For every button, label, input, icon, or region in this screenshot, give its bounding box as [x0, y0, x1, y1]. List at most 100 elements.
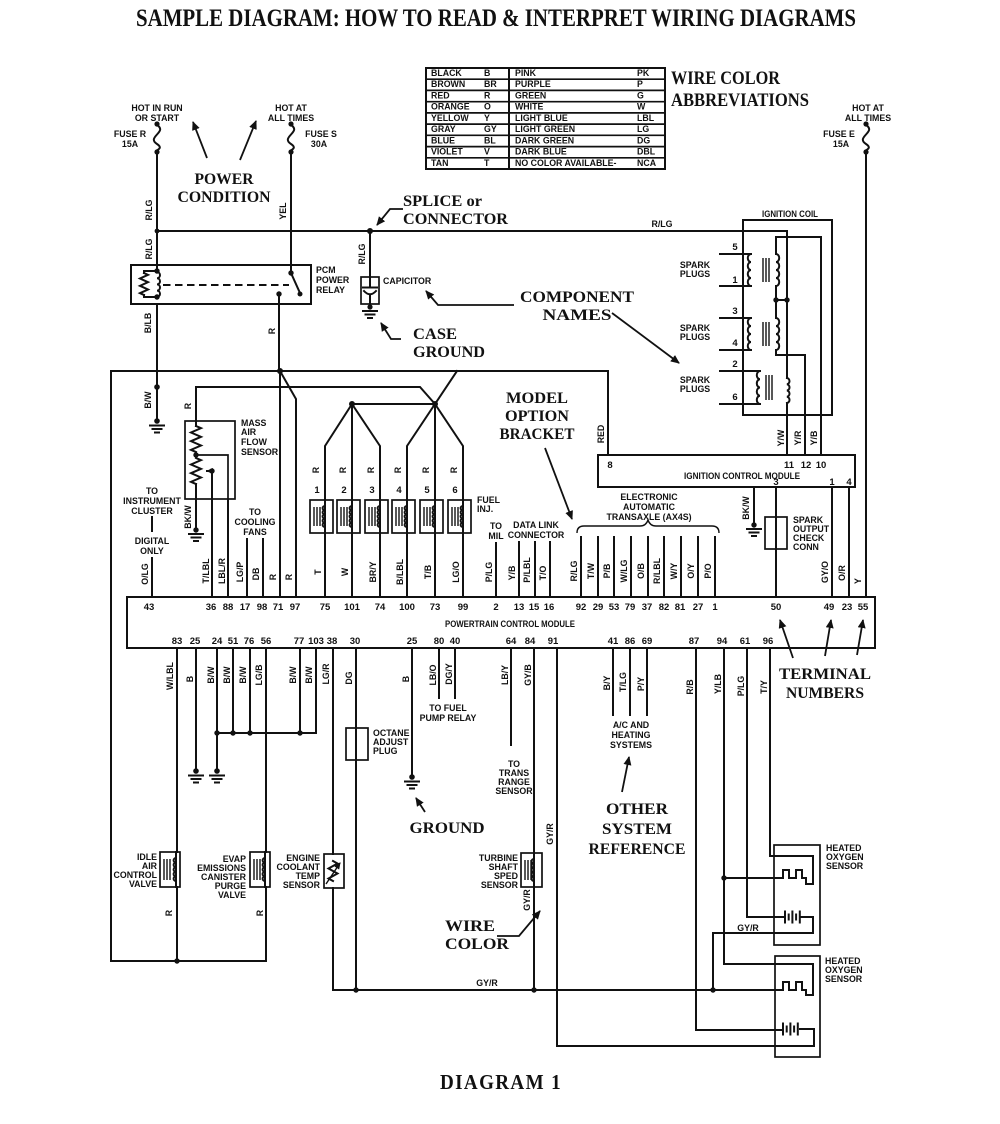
- svg-text:INSTRUMENT: INSTRUMENT: [123, 496, 181, 506]
- svg-text:NUMBERS: NUMBERS: [786, 685, 864, 702]
- svg-text:AUTOMATIC: AUTOMATIC: [623, 502, 676, 512]
- svg-text:51: 51: [228, 636, 239, 647]
- svg-text:SENSOR: SENSOR: [825, 974, 863, 984]
- svg-text:RED: RED: [596, 425, 606, 444]
- svg-text:FUSE S: FUSE S: [305, 129, 337, 139]
- svg-text:3: 3: [732, 306, 737, 317]
- svg-text:PCM: PCM: [316, 265, 336, 275]
- svg-text:Y/R: Y/R: [793, 430, 803, 445]
- svg-text:99: 99: [458, 602, 469, 613]
- svg-text:GY/R: GY/R: [476, 978, 498, 988]
- svg-text:GY/B: GY/B: [523, 664, 533, 686]
- svg-text:CHECK: CHECK: [793, 533, 825, 543]
- svg-text:ALL TIMES: ALL TIMES: [268, 113, 314, 123]
- svg-text:VALVE: VALVE: [218, 890, 246, 900]
- svg-text:P/Y: P/Y: [636, 677, 646, 691]
- svg-text:P: P: [637, 79, 643, 89]
- svg-text:6: 6: [452, 485, 457, 496]
- svg-text:PLUG: PLUG: [373, 746, 398, 756]
- svg-text:100: 100: [399, 602, 415, 613]
- svg-text:49: 49: [824, 602, 835, 613]
- svg-text:WHITE: WHITE: [515, 102, 543, 112]
- svg-text:R: R: [484, 91, 491, 101]
- svg-text:PLUGS: PLUGS: [680, 269, 710, 279]
- svg-text:74: 74: [375, 602, 386, 613]
- svg-text:G: G: [637, 91, 644, 101]
- svg-text:B/LBL: B/LBL: [395, 558, 405, 585]
- svg-text:POWER: POWER: [195, 171, 254, 188]
- svg-text:O/R: O/R: [837, 565, 847, 581]
- svg-text:BK/W: BK/W: [183, 505, 193, 529]
- svg-text:T: T: [484, 158, 490, 168]
- svg-text:96: 96: [763, 636, 774, 647]
- svg-text:101: 101: [344, 602, 361, 613]
- svg-text:ABBREVIATIONS: ABBREVIATIONS: [671, 90, 809, 111]
- svg-text:81: 81: [675, 602, 686, 613]
- svg-text:YEL: YEL: [278, 202, 288, 220]
- svg-text:IGNITION CONTROL MODULE: IGNITION CONTROL MODULE: [684, 471, 800, 482]
- svg-text:T/W: T/W: [586, 562, 596, 579]
- svg-text:ENGINE: ENGINE: [286, 853, 320, 863]
- svg-text:R: R: [393, 466, 403, 473]
- svg-text:16: 16: [544, 602, 555, 613]
- svg-text:R: R: [338, 466, 348, 473]
- svg-text:5: 5: [732, 242, 738, 253]
- svg-text:T/Y: T/Y: [759, 680, 769, 694]
- svg-text:61: 61: [740, 636, 751, 647]
- svg-text:B/W: B/W: [143, 391, 153, 409]
- svg-text:P/LG: P/LG: [484, 562, 494, 583]
- svg-text:VIOLET: VIOLET: [431, 147, 463, 157]
- svg-text:OUTPUT: OUTPUT: [793, 524, 830, 534]
- svg-text:GROUND: GROUND: [413, 344, 485, 361]
- svg-text:DG: DG: [637, 135, 650, 145]
- svg-text:T: T: [313, 569, 323, 575]
- svg-text:83: 83: [172, 636, 183, 647]
- svg-text:TRANS: TRANS: [499, 768, 529, 778]
- svg-text:CONNECTOR: CONNECTOR: [403, 211, 508, 228]
- svg-text:P/LG: P/LG: [736, 676, 746, 697]
- svg-text:SENSOR: SENSOR: [481, 880, 519, 890]
- svg-text:LG: LG: [637, 124, 649, 134]
- svg-text:BR: BR: [484, 79, 497, 89]
- svg-text:PK: PK: [637, 68, 650, 78]
- svg-text:98: 98: [257, 602, 268, 613]
- svg-text:AIR: AIR: [241, 427, 257, 437]
- svg-text:76: 76: [244, 636, 255, 647]
- svg-text:Y/B: Y/B: [507, 566, 517, 581]
- svg-text:ONLY: ONLY: [140, 546, 164, 556]
- svg-text:3: 3: [773, 477, 778, 488]
- svg-text:POWER: POWER: [316, 275, 350, 285]
- svg-text:LBL/R: LBL/R: [217, 557, 227, 584]
- svg-text:SPARK: SPARK: [680, 260, 711, 270]
- svg-text:A/C AND: A/C AND: [613, 720, 649, 730]
- svg-text:R/B: R/B: [685, 679, 695, 694]
- svg-text:15: 15: [529, 602, 540, 613]
- svg-text:DARK GREEN: DARK GREEN: [515, 135, 574, 145]
- svg-text:MODEL: MODEL: [506, 390, 568, 407]
- svg-text:O/Y: O/Y: [686, 563, 696, 578]
- svg-text:R/LG: R/LG: [144, 199, 154, 220]
- svg-text:LG/O: LG/O: [451, 561, 461, 583]
- svg-text:SPARK: SPARK: [680, 323, 711, 333]
- svg-text:T/LBL: T/LBL: [201, 558, 211, 584]
- svg-text:23: 23: [842, 602, 853, 613]
- svg-text:4: 4: [846, 477, 852, 488]
- svg-text:77: 77: [294, 636, 305, 647]
- svg-text:BLACK: BLACK: [431, 68, 462, 78]
- svg-text:SHAFT: SHAFT: [489, 862, 519, 872]
- svg-text:FUSE E: FUSE E: [823, 129, 855, 139]
- svg-text:1: 1: [314, 485, 320, 496]
- svg-text:11: 11: [784, 460, 795, 471]
- svg-text:REFERENCE: REFERENCE: [589, 841, 686, 858]
- svg-text:ADJUST: ADJUST: [373, 737, 409, 747]
- svg-text:INJ.: INJ.: [477, 504, 493, 514]
- svg-text:ALL TIMES: ALL TIMES: [845, 113, 891, 123]
- svg-text:RED: RED: [431, 91, 450, 101]
- svg-text:B: B: [484, 68, 490, 78]
- svg-text:CANISTER: CANISTER: [201, 872, 247, 882]
- svg-text:TO: TO: [490, 521, 502, 531]
- svg-text:37: 37: [642, 602, 653, 613]
- svg-text:R/LG: R/LG: [569, 560, 579, 581]
- svg-text:87: 87: [689, 636, 700, 647]
- svg-text:88: 88: [223, 602, 234, 613]
